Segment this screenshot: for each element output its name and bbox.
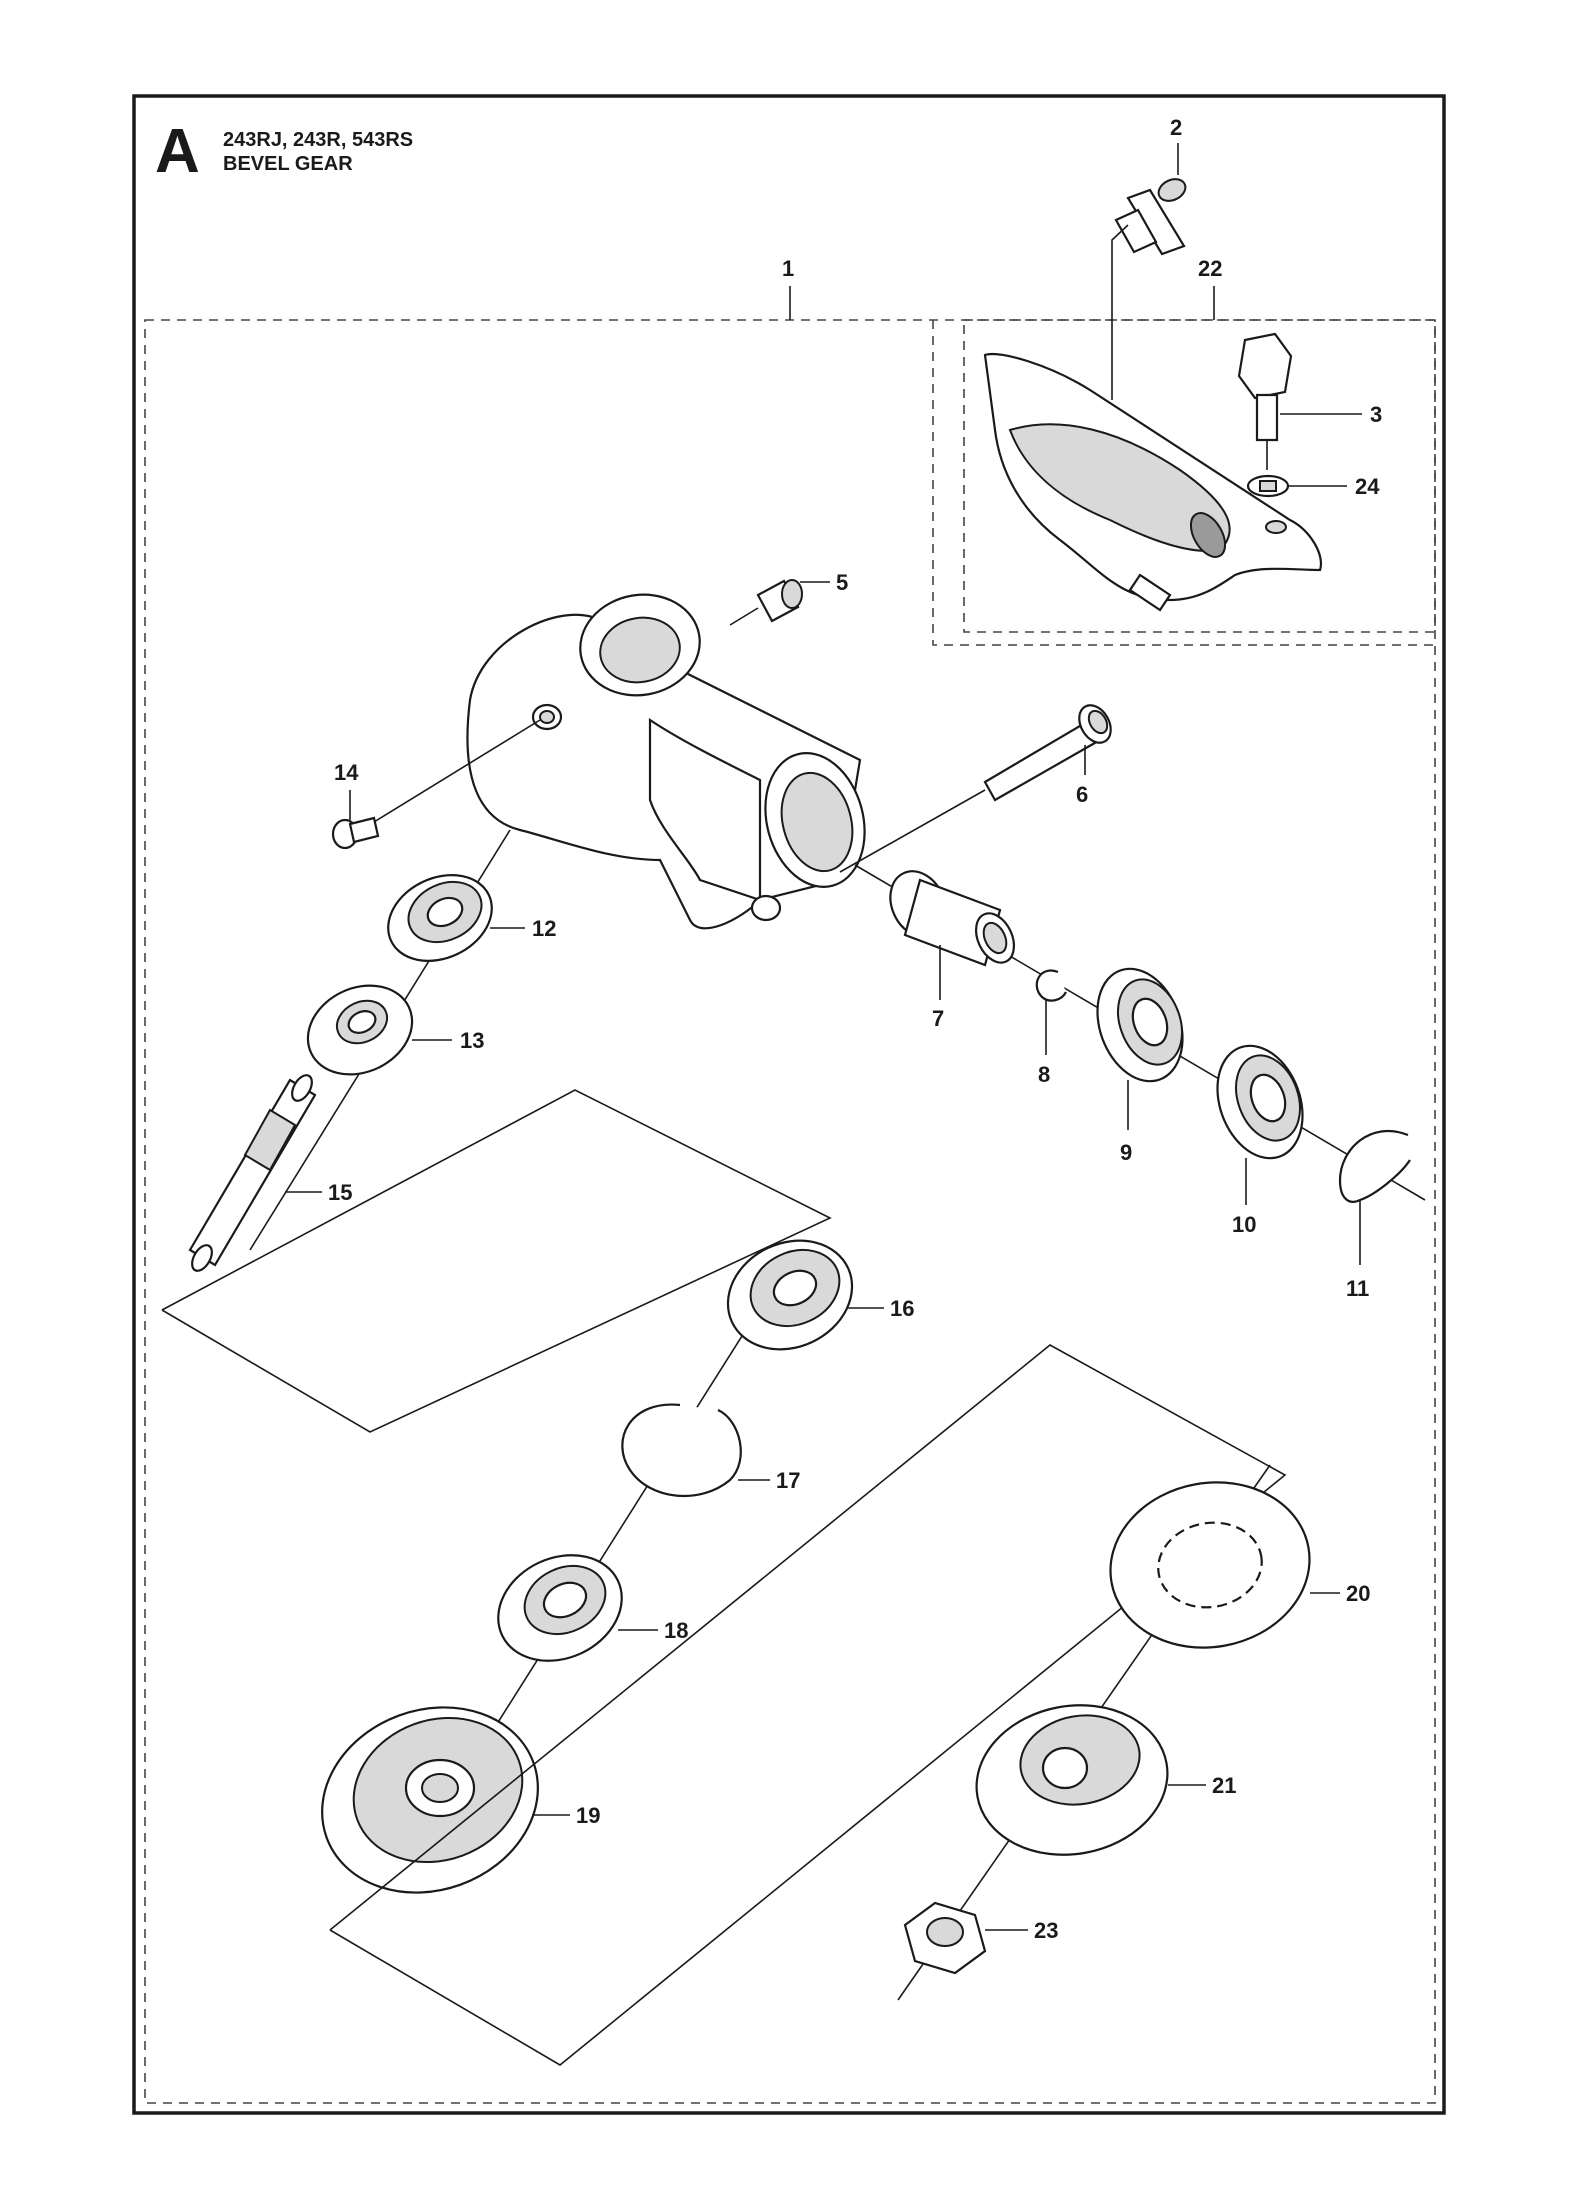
seal-part-14 xyxy=(306,984,414,1076)
bearing-part-10 xyxy=(1216,1044,1304,1160)
seal-part-18 xyxy=(497,1554,623,1662)
group-box-1 xyxy=(932,320,1435,646)
callout-1: 1 xyxy=(782,256,794,281)
bearing-part-16 xyxy=(726,1239,854,1351)
screw-part-12 xyxy=(331,816,380,850)
callout-18: 18 xyxy=(664,1618,688,1643)
model-list: 243RJ, 243R, 543RS xyxy=(223,129,413,151)
circlip-part-17 xyxy=(621,1403,742,1498)
washer-part-20 xyxy=(1109,1481,1311,1649)
screw-part-5 xyxy=(756,579,803,623)
cover-part-19 xyxy=(321,1706,539,1894)
callout-12: 14 xyxy=(334,760,359,785)
group-outline-upper xyxy=(161,1089,832,1433)
callout-24: 24 xyxy=(1355,474,1380,499)
bolt-6-axis xyxy=(839,789,986,873)
nut-part-22 xyxy=(903,1901,987,1975)
group-box-23 xyxy=(963,319,1436,633)
bolt-part-6 xyxy=(983,704,1112,802)
shaft-part-15 xyxy=(188,1074,317,1272)
circlip-part-11 xyxy=(1338,1129,1411,1203)
callout-16: 16 xyxy=(890,1296,914,1321)
callout-23: 22 xyxy=(1198,256,1222,281)
callout-2: 2 xyxy=(1170,115,1182,140)
callout-11: 11 xyxy=(1346,1276,1369,1301)
callout-3: 3 xyxy=(1370,402,1382,427)
circlip-part-8 xyxy=(1035,969,1067,1002)
callout-22: 23 xyxy=(1034,1918,1058,1943)
assembly-title: BEVEL GEAR xyxy=(223,153,353,175)
callout-21: 21 xyxy=(1212,1773,1236,1798)
callout-10: 10 xyxy=(1232,1212,1256,1237)
guard-plate-part-23 xyxy=(983,353,1323,612)
washer-part-24 xyxy=(1246,474,1290,498)
pin-part-3 xyxy=(1237,332,1293,470)
screw-5-axis xyxy=(729,607,759,626)
callout-5: 5 xyxy=(836,570,848,595)
callout-9: 9 xyxy=(1120,1140,1132,1165)
callout-17: 17 xyxy=(776,1468,800,1493)
callout-15: 15 xyxy=(328,1180,352,1205)
group-outline-lower xyxy=(329,1344,1287,2066)
callout-8: 8 xyxy=(1038,1062,1050,1087)
pinion-part-7 xyxy=(889,870,1016,967)
bearing-part-13 xyxy=(387,874,493,962)
callout-13: 12 xyxy=(532,916,556,941)
section-letter: A xyxy=(155,117,200,186)
page-frame xyxy=(132,94,1446,2115)
screw-part-2 xyxy=(1114,178,1187,256)
callout-19: 19 xyxy=(576,1803,600,1828)
callout-20: 20 xyxy=(1346,1581,1370,1606)
screw-2-axis xyxy=(1111,224,1129,400)
callout-6: 6 xyxy=(1076,782,1088,807)
gear-housing-part-1 xyxy=(466,593,866,930)
callout-7: 7 xyxy=(932,1006,944,1031)
support-cup-part-21 xyxy=(975,1704,1169,1856)
bearing-part-9 xyxy=(1096,967,1184,1083)
screw-12-axis xyxy=(373,719,541,823)
callout-14: 13 xyxy=(460,1028,484,1053)
